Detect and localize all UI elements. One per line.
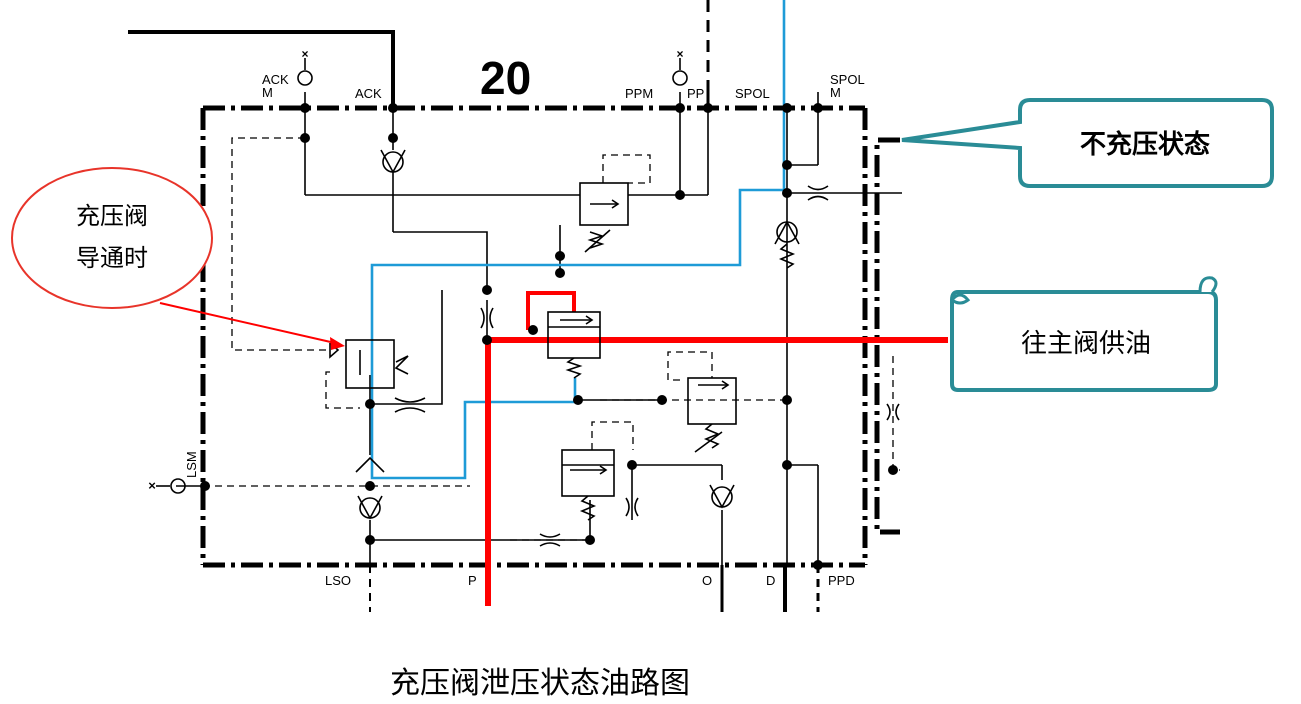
junction-dots <box>200 103 898 570</box>
state-callout: 不充压状态 <box>901 98 1274 188</box>
port-label-o: O <box>702 573 712 588</box>
sequence-valve-lower <box>561 449 615 521</box>
external-lines <box>128 0 820 612</box>
port-check-ppm: × <box>672 47 688 86</box>
check-valve-ack <box>380 149 406 174</box>
charging-valve <box>547 311 601 379</box>
state-callout-text: 不充压状态 <box>1080 129 1210 160</box>
pilot-dashed-lines <box>203 137 900 541</box>
port-label-pp: PP <box>687 86 704 101</box>
red-main-supply-path <box>485 291 948 606</box>
internal-lines <box>176 92 902 565</box>
port-label-lsm: LSM <box>184 451 199 478</box>
orifices <box>394 185 900 547</box>
charging-valve-callout: 充压阀 导通时 <box>11 167 345 350</box>
main-valve-supply-callout: 往主阀供油 <box>950 276 1218 392</box>
figure-caption: 充压阀泄压状态油路图 <box>390 666 690 701</box>
svg-text:×: × <box>301 47 308 61</box>
port-check-ackm: × <box>297 47 313 86</box>
port-label-p: P <box>468 573 477 588</box>
check-valve-o <box>709 484 735 509</box>
port-label-ack: ACK <box>355 86 382 101</box>
charging-valve-callout-line2: 导通时 <box>76 244 148 272</box>
port-check-lsm: × <box>148 478 186 494</box>
svg-text:×: × <box>148 478 156 493</box>
relief-valve-pp <box>579 182 629 253</box>
port-label-d: D <box>766 573 775 588</box>
blue-pilot-path <box>370 0 786 480</box>
relief-valve-mid <box>687 377 737 453</box>
charging-valve-callout-line1: 充压阀 <box>76 202 148 230</box>
block-number: 20 <box>480 52 531 104</box>
main-valve-supply-text: 往主阀供油 <box>1021 329 1151 359</box>
port-label-lso: LSO <box>325 573 351 588</box>
pressure-reducing-valve <box>329 339 409 389</box>
port-label-ppd: PPD <box>828 573 855 588</box>
port-label-ppm: PPM <box>625 86 653 101</box>
port-label-spol: SPOL <box>735 86 770 101</box>
right-frame-bracket <box>874 137 900 535</box>
shuttle-symbol-lsm <box>355 456 385 473</box>
check-valve-lso <box>357 495 383 520</box>
check-valve-spol <box>774 220 800 269</box>
svg-text:×: × <box>676 47 683 61</box>
